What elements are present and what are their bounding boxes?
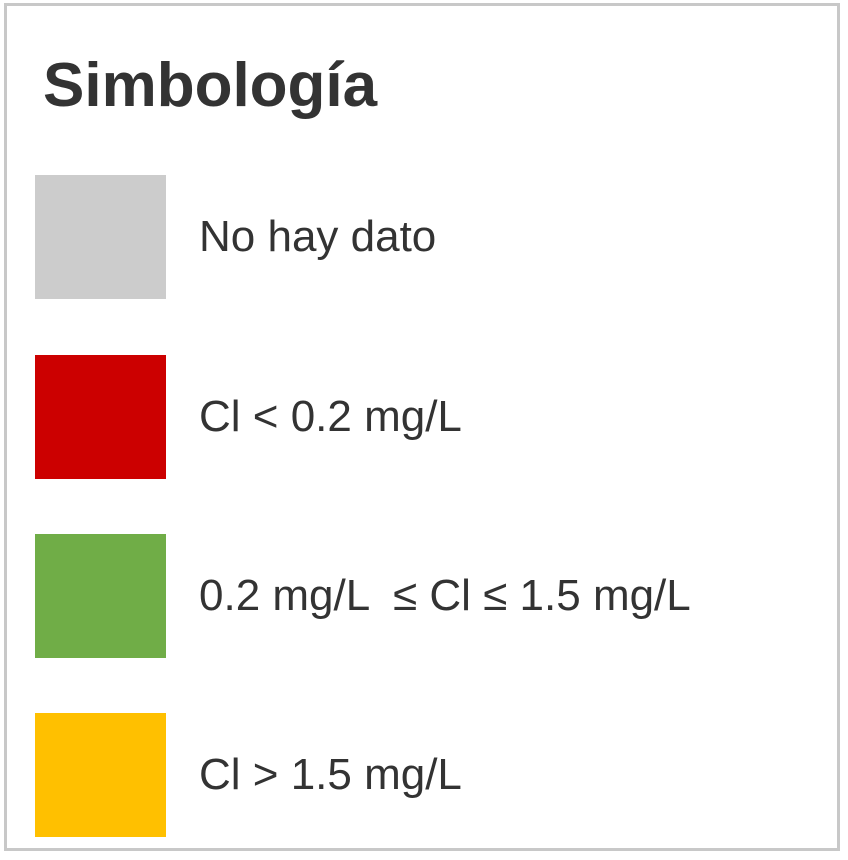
legend-item-no-data: No hay dato: [35, 175, 825, 299]
legend-swatch: [35, 355, 166, 479]
legend-panel: Simbología No hay dato Cl < 0.2 mg/L 0.2…: [4, 3, 840, 851]
legend-label: Cl > 1.5 mg/L: [199, 750, 462, 799]
legend-label: 0.2 mg/L ≤ Cl ≤ 1.5 mg/L: [199, 571, 691, 620]
legend-swatch: [35, 713, 166, 837]
legend-item-low: Cl < 0.2 mg/L: [35, 355, 825, 479]
legend-swatch: [35, 534, 166, 658]
legend-label: No hay dato: [199, 212, 437, 261]
legend-swatch: [35, 175, 166, 299]
legend-item-high: Cl > 1.5 mg/L: [35, 713, 825, 837]
legend-label: Cl < 0.2 mg/L: [199, 392, 462, 441]
legend-title: Simbología: [43, 51, 378, 120]
legend-item-normal: 0.2 mg/L ≤ Cl ≤ 1.5 mg/L: [35, 534, 825, 658]
